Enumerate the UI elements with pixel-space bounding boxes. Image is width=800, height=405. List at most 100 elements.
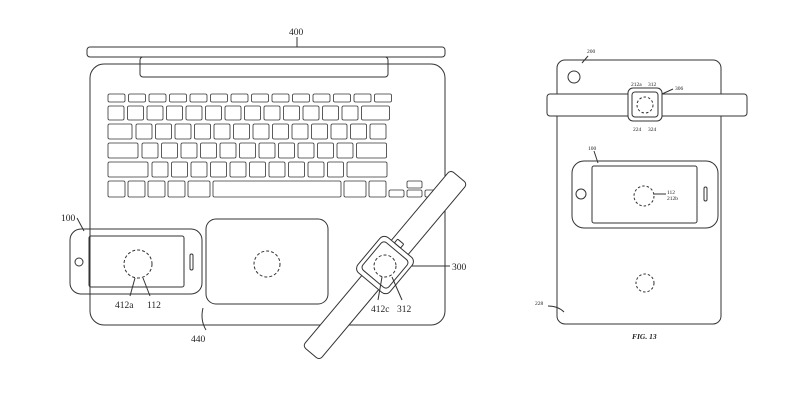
keyboard-key — [107, 123, 133, 140]
tablet-camera-icon — [567, 70, 581, 84]
keyboard-key — [356, 142, 387, 159]
phone-left-button-icon — [74, 257, 84, 267]
keyboard-key — [230, 93, 249, 103]
keyboard-key — [311, 123, 328, 140]
watch-right-coil — [636, 96, 654, 114]
keyboard-key — [107, 142, 139, 159]
keyboard-key — [346, 161, 388, 178]
keyboard-key — [200, 142, 217, 159]
label-coil-412c: 412c — [371, 305, 389, 315]
label-watch-224: 224 — [633, 127, 642, 133]
keyboard-key — [249, 161, 266, 178]
keyboard-key — [292, 93, 310, 103]
phone-left-coil — [123, 249, 153, 279]
watch-right-case — [627, 87, 663, 122]
keyboard-key — [167, 180, 186, 198]
tablet-leader — [581, 55, 589, 64]
keyboard-key — [272, 123, 289, 140]
phone-right-screen — [591, 165, 698, 224]
keyboard-key — [174, 123, 192, 140]
watch-left-face — [356, 235, 414, 295]
keyboard-key — [244, 105, 261, 121]
keyboard-key — [406, 180, 423, 189]
watch-left — [303, 170, 467, 360]
keyboard-key — [166, 105, 183, 121]
label-phone-left: 100 — [61, 214, 76, 224]
keyboard-key — [258, 142, 276, 159]
pad-leader — [201, 307, 207, 331]
keyboard-key — [224, 105, 242, 121]
tablet — [556, 55, 722, 325]
watch-left-coil — [373, 254, 397, 278]
watch-right-leader — [661, 88, 674, 95]
keyboard-key — [210, 93, 228, 103]
keyboard-key — [252, 123, 270, 140]
keyboard-key — [180, 142, 198, 159]
keyboard-key — [369, 123, 387, 140]
label-watch-212a: 212a — [631, 82, 642, 88]
keyboard-key — [194, 123, 211, 140]
phone-left-body — [69, 228, 203, 295]
coil-312-leader — [391, 276, 403, 301]
label-pad: 440 — [191, 335, 206, 345]
laptop-lid — [86, 46, 446, 58]
keyboard-key — [229, 161, 247, 178]
keyboard-key — [141, 142, 159, 159]
keyboard-key — [219, 142, 237, 159]
keyboard-key — [146, 105, 164, 121]
keyboard-key — [368, 180, 387, 198]
keyboard-key — [343, 180, 367, 198]
phone-left — [69, 217, 203, 297]
keyboard-key — [271, 93, 290, 103]
phone-left-speaker — [189, 253, 194, 271]
label-phone-right-112: 112 — [667, 190, 675, 196]
keyboard-key — [302, 105, 320, 121]
trackpad-coil — [253, 250, 281, 278]
tablet-body — [556, 59, 722, 325]
watch-right — [546, 87, 748, 122]
keyboard-key — [317, 142, 334, 159]
label-tablet: 200 — [587, 49, 596, 55]
label-coil-112: 112 — [147, 301, 161, 311]
label-watch-312: 312 — [648, 82, 657, 88]
keyboard-key — [374, 93, 392, 103]
keyboard-key — [148, 93, 167, 103]
keyboard-key — [312, 93, 331, 103]
keyboard-key — [327, 161, 344, 178]
keyboard-key — [107, 93, 126, 103]
keyboard-key — [406, 189, 423, 198]
phone-right — [571, 150, 719, 229]
keyboard-key — [190, 161, 208, 178]
keyboard-key — [353, 93, 372, 103]
keyboard-key — [288, 161, 305, 178]
keyboard-key — [155, 123, 172, 140]
trackpad — [205, 218, 329, 305]
label-watch-left: 300 — [452, 263, 467, 273]
keyboard-key — [127, 105, 144, 121]
keyboard-key — [233, 123, 250, 140]
keyboard-key — [127, 180, 146, 198]
coil-412c-leader — [377, 276, 383, 301]
keyboard-key — [128, 93, 146, 103]
label-watch-324: 324 — [648, 127, 657, 133]
keyboard-key — [388, 189, 405, 198]
keyboard-key — [336, 142, 354, 159]
keyboard-key — [187, 180, 211, 198]
keyboard-key — [151, 161, 169, 178]
keyboard-key — [147, 180, 166, 198]
keyboard-key — [239, 142, 256, 159]
keyboard — [107, 93, 441, 198]
label-watch-right: 306 — [675, 86, 684, 92]
keyboard-key — [205, 105, 222, 121]
keyboard-key — [278, 142, 295, 159]
keyboard-key — [189, 93, 208, 103]
figure-caption: FIG. 13 — [632, 332, 657, 341]
label-phone-right-212b: 212b — [667, 196, 678, 202]
phone-left-screen — [88, 235, 185, 288]
keyboard-key — [350, 123, 367, 140]
laptop — [86, 46, 446, 331]
label-coil-312: 312 — [397, 305, 412, 315]
phone-right-speaker — [703, 186, 708, 202]
